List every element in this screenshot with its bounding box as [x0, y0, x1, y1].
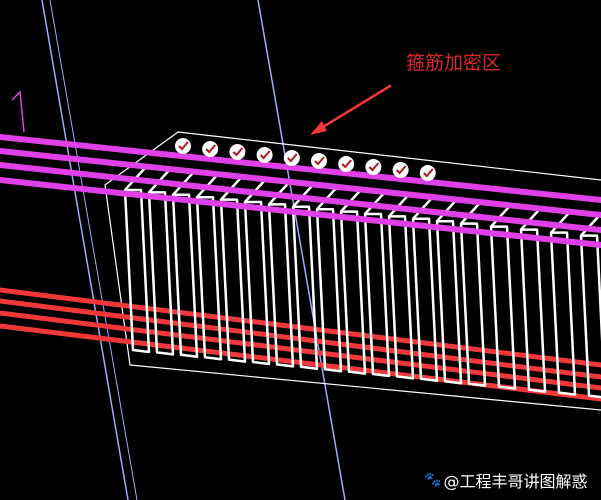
check-circle — [202, 141, 219, 157]
stirrup — [459, 200, 487, 387]
check-circle — [229, 144, 246, 160]
check-circle — [392, 162, 409, 178]
top-rebar — [0, 148, 601, 218]
beam-outline-bottom — [129, 364, 601, 411]
stirrup — [489, 203, 517, 390]
stirrup — [435, 198, 463, 385]
check-circle — [311, 153, 327, 169]
watermark: 🐾 @工程丰哥讲图解惑 — [424, 468, 587, 492]
check-icon — [287, 153, 298, 163]
check-icon — [341, 159, 352, 169]
check-circle — [338, 156, 355, 172]
arrow-head-icon — [310, 121, 327, 135]
check-circle — [175, 138, 191, 154]
check-circle — [419, 165, 436, 181]
annotation-arrow — [316, 84, 392, 132]
grid-line — [41, 0, 129, 500]
check-icon — [205, 144, 216, 154]
beam-outline-left — [104, 184, 131, 366]
check-icon — [259, 150, 271, 160]
check-icon — [368, 162, 380, 172]
grid-line — [257, 0, 346, 500]
check-icon — [178, 141, 189, 151]
check-icon — [423, 168, 434, 178]
check-icon — [395, 165, 407, 175]
check-circle — [256, 147, 273, 163]
check-icon — [232, 147, 244, 157]
axis-marker — [11, 90, 25, 133]
check-icon — [314, 156, 325, 166]
grid-line — [49, 0, 138, 500]
paw-icon: 🐾 — [424, 472, 442, 488]
top-rebar — [0, 177, 601, 248]
check-circle — [365, 159, 382, 175]
stirrup-densification-zone-label: 箍筋加密区 — [406, 52, 502, 74]
top-rebar — [0, 134, 601, 203]
check-circle — [283, 150, 300, 166]
watermark-text: @工程丰哥讲图解惑 — [443, 472, 588, 491]
top-rebar — [0, 162, 601, 233]
bottom-rebar — [0, 287, 601, 368]
